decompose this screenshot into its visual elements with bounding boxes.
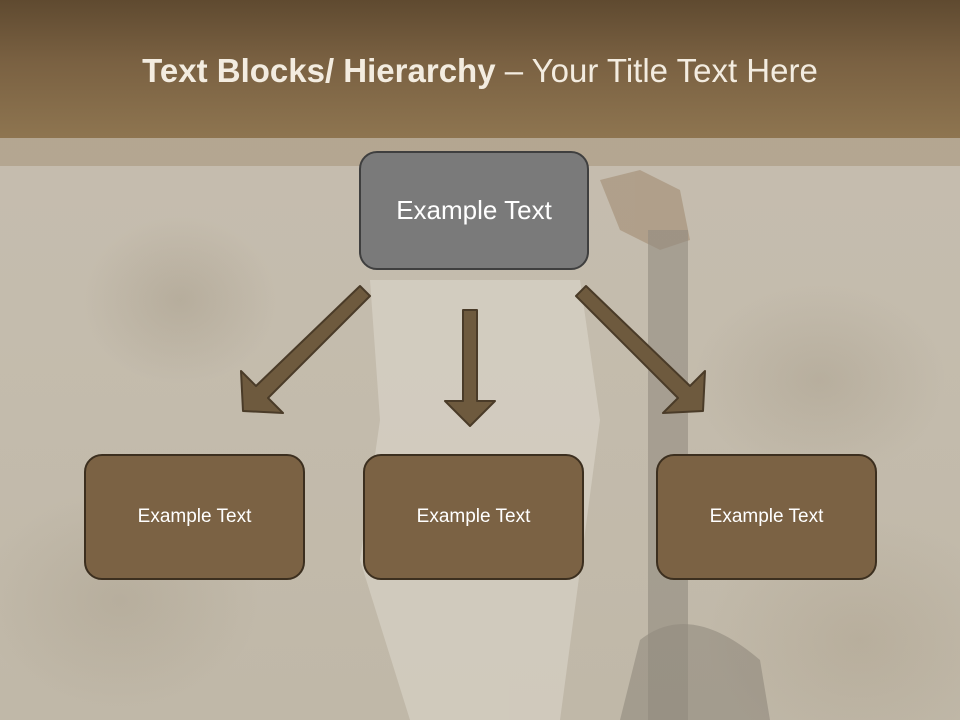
- child-block-label-3: Example Text: [709, 506, 824, 527]
- child-block-label-1: Example Text: [137, 506, 252, 527]
- child-text-block-3[interactable]: Example Text: [656, 454, 877, 580]
- slide-title[interactable]: Text Blocks/ Hierarchy – Your Title Text…: [0, 52, 960, 90]
- child-text-block-2[interactable]: Example Text: [363, 454, 584, 580]
- top-text-block[interactable]: Example Text: [359, 151, 589, 270]
- title-bar: [0, 0, 960, 138]
- child-block-label-2: Example Text: [416, 506, 531, 527]
- title-bold: Text Blocks/ Hierarchy: [142, 52, 496, 89]
- top-block-label: Example Text: [396, 195, 552, 225]
- child-text-block-1[interactable]: Example Text: [84, 454, 305, 580]
- title-rest: – Your Title Text Here: [495, 52, 818, 89]
